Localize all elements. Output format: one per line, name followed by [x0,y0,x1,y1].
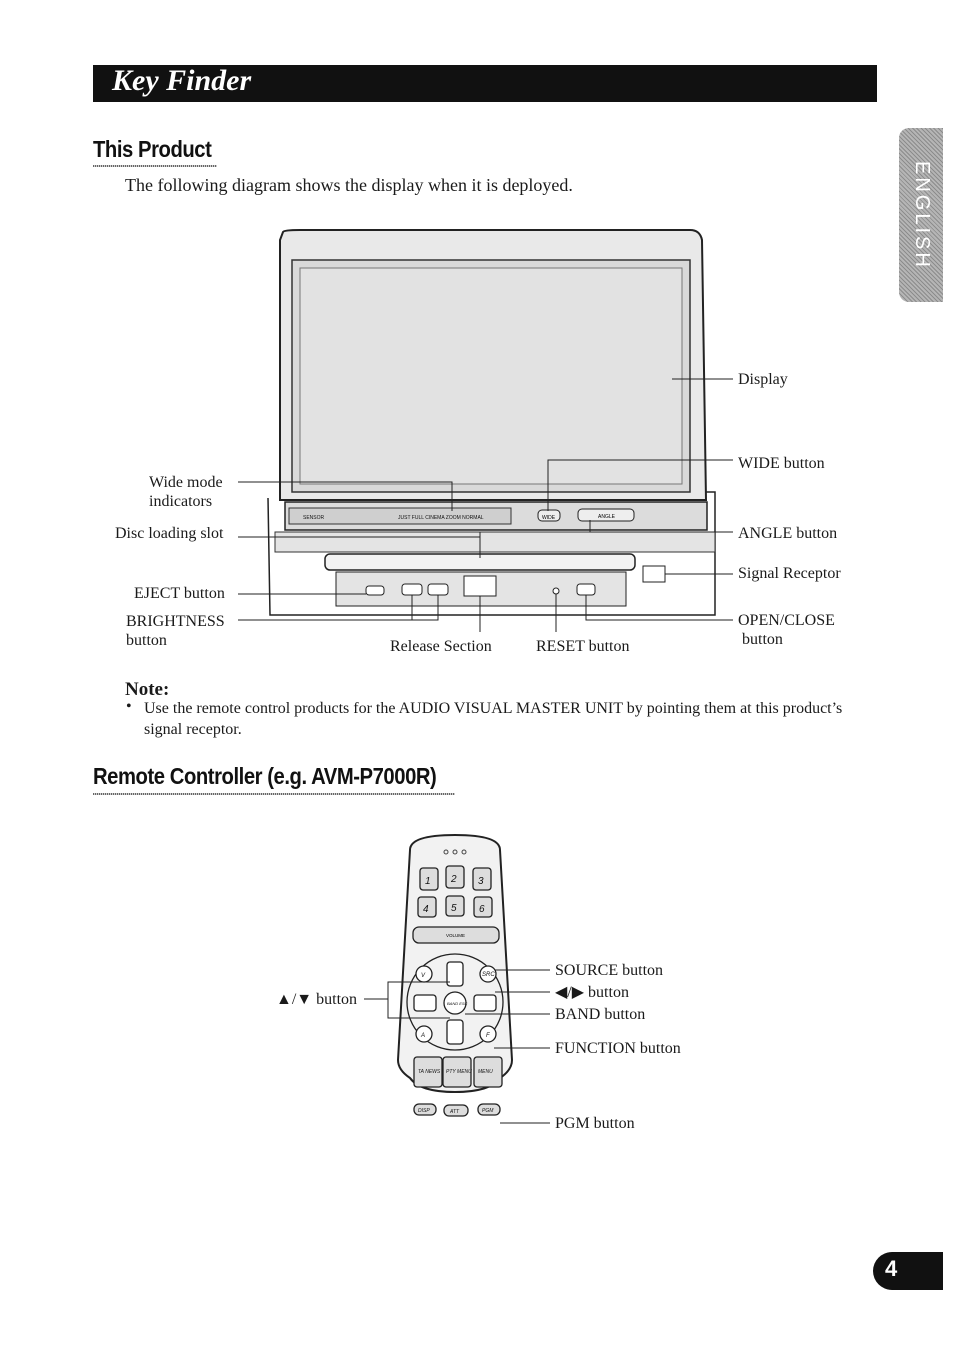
wide-key-label: WIDE [542,515,556,521]
page-number: 4 [885,1256,898,1281]
open-close-key [576,583,596,596]
key-1-label: 1 [425,876,431,887]
callout-release-section: Release Section [390,638,492,655]
section-heading-remote: Remote Controller (e.g. AVM-P7000R) [93,763,437,789]
callout-updown-button: ▲/▼ button [276,991,358,1008]
src-key-label: SRC [482,972,495,978]
key-1 [419,867,439,891]
heading-rule [93,165,217,167]
header-bar [93,65,877,102]
pty-menu-key [442,1056,472,1088]
key-4 [417,896,437,918]
page-title: Key Finder [112,64,252,97]
key-3 [472,867,492,891]
callout-source-button: SOURCE button [555,962,664,979]
callout-display: Display [738,371,788,388]
left-key [413,994,437,1012]
eject-key [365,585,385,596]
att-key [443,1104,469,1117]
key-5 [445,895,465,917]
callout-eject-button: EJECT button [134,585,225,602]
note-bullet: • [126,698,132,715]
language-tab [899,128,943,302]
joystick-ring [406,953,504,1051]
key-5-label: 5 [451,903,457,914]
callout-wide-mode: Wide mode [149,474,223,491]
brightness-up-key [427,583,449,596]
remote-diagram: 1 2 3 4 5 6 VOLUME V SRC BAND ESC A F TA… [364,833,550,1124]
att-label: ATT [449,1109,460,1115]
callout-brightness-2: button [126,632,167,649]
brightness-down-key [401,583,423,596]
ta-news-key [413,1056,443,1088]
release-section [463,575,497,597]
indicator-bar [288,507,512,525]
callout-band-button: BAND button [555,1006,646,1023]
key-2 [445,865,465,889]
language-tab-label: ENGLISH [911,160,933,270]
pgm-label: PGM [482,1108,494,1114]
sensor-label: SENSOR [303,515,325,521]
v-key-label: V [421,973,426,979]
angle-key [577,508,635,522]
callout-reset-button: RESET button [536,638,630,655]
ta-news-label: TA NEWS [418,1069,441,1075]
note-text: Use the remote control products for the … [144,700,843,738]
band-key [443,991,467,1015]
wide-key [537,509,561,522]
callout-open-close: OPEN/CLOSE [738,612,835,629]
src-key [479,965,497,983]
callout-wide-mode-2: indicators [149,493,213,510]
key-6-label: 6 [479,904,485,915]
key-3-label: 3 [478,876,484,887]
angle-key-label: ANGLE [598,514,616,520]
up-key [446,961,464,987]
volume-label: VOLUME [446,933,465,938]
menu-key [473,1056,503,1088]
callout-open-close-2: button [742,631,783,648]
key-2-label: 2 [450,874,457,885]
callout-angle-button: ANGLE button [738,525,838,542]
callout-signal-receptor: Signal Receptor [738,565,841,582]
callout-disc-slot: Disc loading slot [115,525,224,542]
signal-receptor [642,565,666,583]
callout-wide-button: WIDE button [738,455,825,472]
right-key [473,994,497,1012]
key-6 [473,896,493,918]
band-key-label: BAND ESC [447,1001,468,1006]
pgm-key [477,1103,501,1116]
note-label: Note: [125,679,170,700]
section-heading-this-product: This Product [93,136,212,162]
disp-key [413,1103,437,1116]
mode-indicators-label: JUST FULL CINEMA ZOOM NORMAL [398,515,484,521]
screen-inner [299,267,683,485]
pty-menu-label: PTY MENU [446,1069,472,1075]
a-key-label: A [420,1033,425,1039]
callout-leftright-button: ◀/▶ button [555,984,629,1001]
menu-label: MENU [478,1069,493,1075]
chassis-top [274,531,716,553]
key-4-label: 4 [423,904,429,915]
callout-function-button: FUNCTION button [555,1040,681,1057]
a-key [415,1025,433,1043]
product-diagram: SENSOR JUST FULL CINEMA ZOOM NORMAL WIDE… [238,229,733,632]
volume-key [412,926,500,944]
callout-brightness: BRIGHTNESS [126,613,225,630]
page-number-badge [873,1252,943,1290]
chassis-outline [267,491,716,616]
f-key [479,1025,497,1043]
down-key [446,1019,464,1045]
reset-hole [552,587,560,595]
f-key-label: F [486,1033,490,1039]
heading-rule [93,793,455,795]
disp-label: DISP [418,1108,430,1114]
callout-pgm-button: PGM button [555,1115,635,1132]
intro-text: The following diagram shows the display … [125,175,573,195]
